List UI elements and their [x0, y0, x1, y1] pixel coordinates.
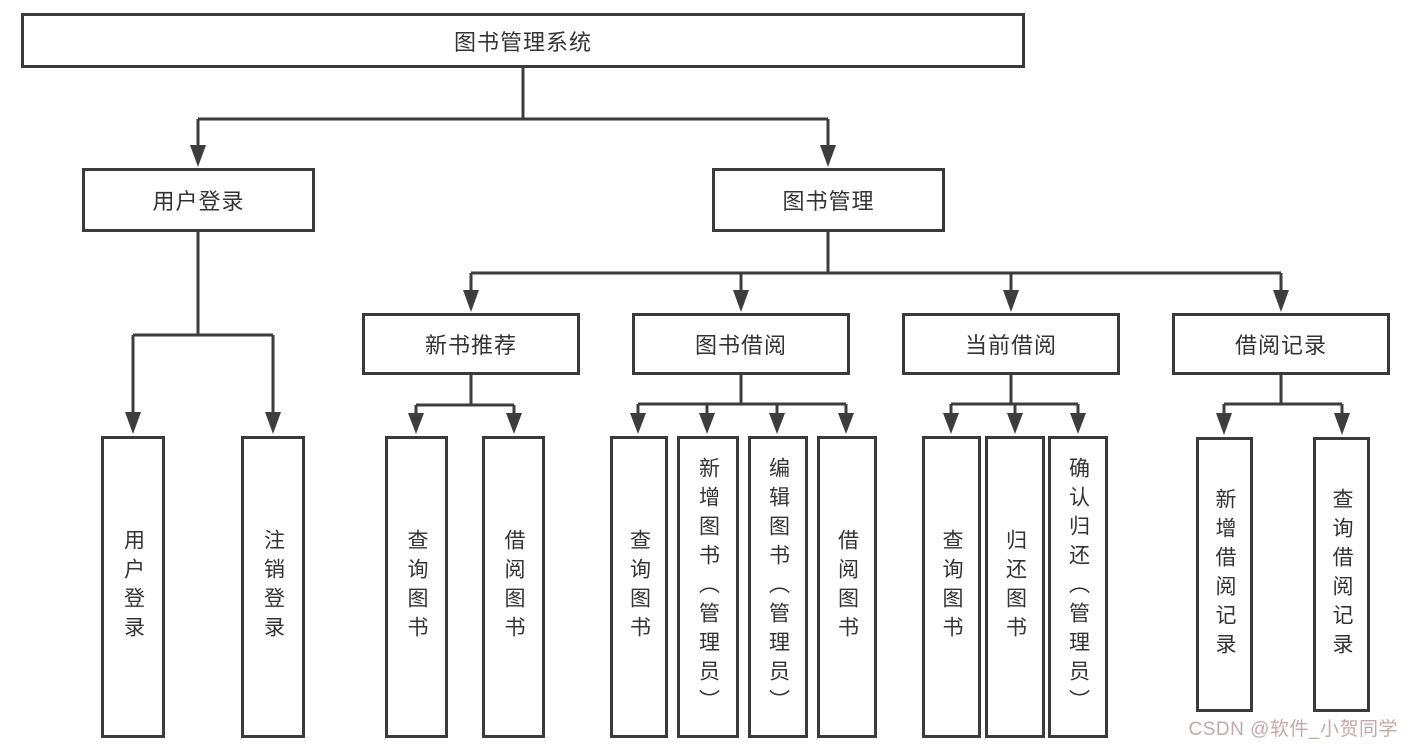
leaf-cb-confirm-return-admin: 确认归还（管理员） [1048, 436, 1108, 738]
node-label: 查询图书 [627, 529, 651, 645]
node-borrowing-records: 借阅记录 [1172, 313, 1390, 375]
leaf-br-add-record: 新增借阅记录 [1196, 437, 1253, 712]
leaf-logout: 注销登录 [241, 436, 305, 738]
node-label: 查询图书 [405, 529, 428, 645]
node-label: 图书借阅 [694, 333, 787, 358]
node-label: 新书推荐 [424, 333, 517, 358]
leaf-br-query-record: 查询借阅记录 [1313, 437, 1370, 712]
leaf-rec-borrow-books: 借阅图书 [482, 436, 545, 738]
connector-book-borrow-children [630, 375, 854, 434]
node-book-borrowing: 图书借阅 [632, 313, 850, 375]
connector-book-mgmt-children [463, 232, 1289, 312]
connector-user-login-children [125, 232, 281, 434]
leaf-bb-edit-books-admin: 编辑图书（管理员） [748, 436, 808, 738]
leaf-rec-query-books: 查询图书 [385, 436, 448, 738]
node-label: 查询图书 [940, 529, 963, 645]
node-current-borrowing: 当前借阅 [902, 313, 1120, 375]
connector-current-borrow-children [943, 375, 1086, 434]
node-label: 确认归还（管理员） [1066, 456, 1090, 718]
leaf-user-login: 用户登录 [101, 436, 165, 738]
connector-new-rec-children [408, 375, 522, 434]
node-label: 图书管理系统 [453, 29, 592, 55]
leaf-bb-borrow-books: 借阅图书 [817, 436, 877, 738]
node-label: 注销登录 [261, 529, 285, 645]
node-label: 用户登录 [152, 189, 245, 214]
node-label: 借阅图书 [835, 529, 859, 645]
leaf-cb-query-books: 查询图书 [922, 436, 981, 738]
connector-borrow-records-children [1216, 375, 1350, 435]
leaf-bb-add-books-admin: 新增图书（管理员） [677, 436, 739, 738]
node-label: 新增借阅记录 [1213, 487, 1236, 662]
node-label: 用户登录 [121, 529, 145, 645]
node-label: 新增图书（管理员） [696, 456, 720, 718]
node-label: 借阅记录 [1234, 333, 1327, 358]
node-user-login: 用户登录 [82, 168, 315, 232]
node-label: 借阅图书 [502, 529, 525, 645]
node-label: 当前借阅 [964, 333, 1057, 358]
node-library-management-system: 图书管理系统 [21, 13, 1025, 68]
leaf-bb-query-books: 查询图书 [610, 436, 668, 738]
node-label: 查询借阅记录 [1330, 487, 1353, 662]
csdn-watermark: CSDN @软件_小贺同学 [1188, 719, 1398, 740]
node-label: 图书管理 [782, 189, 875, 214]
node-new-book-recommendation: 新书推荐 [362, 313, 580, 375]
node-label: 编辑图书（管理员） [766, 456, 790, 718]
connector-root-to-level2 [190, 68, 836, 167]
node-label: 归还图书 [1003, 529, 1027, 645]
node-book-management: 图书管理 [712, 168, 945, 232]
leaf-cb-return-books: 归还图书 [985, 436, 1045, 738]
